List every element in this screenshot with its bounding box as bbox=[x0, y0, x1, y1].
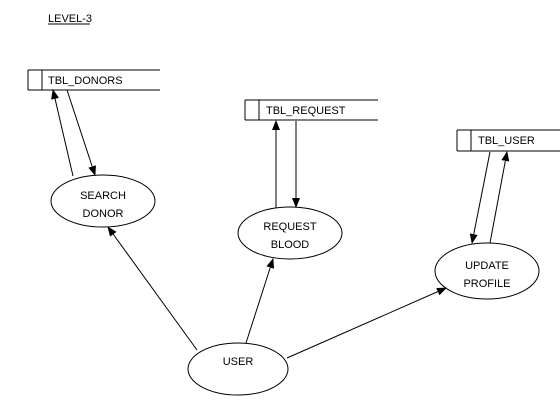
arrow-user-to-profile bbox=[286, 287, 447, 359]
datastore-request: TBL_REQUEST bbox=[244, 99, 378, 121]
datastore-donors: TBL_DONORS bbox=[27, 69, 160, 91]
process-request-blood-line2: BLOOD bbox=[271, 239, 310, 251]
process-request-blood: REQUEST BLOOD bbox=[237, 206, 343, 260]
arrow-user-to-request bbox=[245, 258, 275, 344]
process-update-profile-line1: UPDATE bbox=[465, 260, 509, 272]
arrow-profile-to-user-store bbox=[489, 151, 510, 244]
entity-user: USER bbox=[187, 342, 289, 396]
level-title: LEVEL-3 bbox=[48, 13, 92, 25]
entity-user-label: USER bbox=[223, 356, 254, 368]
process-update-profile-line2: PROFILE bbox=[463, 278, 510, 290]
arrow-user-to-search bbox=[107, 226, 198, 351]
process-search-donor: SEARCH DONOR bbox=[50, 174, 156, 228]
arrow-search-to-donors bbox=[51, 89, 74, 177]
datastore-request-label: TBL_REQUEST bbox=[266, 105, 346, 117]
process-request-blood-line1: REQUEST bbox=[263, 221, 316, 233]
process-update-profile: UPDATE PROFILE bbox=[434, 242, 540, 300]
process-search-donor-line1: SEARCH bbox=[80, 190, 126, 202]
datastore-donors-label: TBL_DONORS bbox=[48, 75, 123, 87]
arrow-donors-to-search bbox=[66, 89, 96, 176]
process-search-donor-line2: DONOR bbox=[83, 208, 124, 220]
arrow-user-store-to-profile bbox=[469, 151, 491, 244]
datastore-user: TBL_USER bbox=[456, 129, 560, 152]
datastore-user-label: TBL_USER bbox=[478, 135, 535, 147]
